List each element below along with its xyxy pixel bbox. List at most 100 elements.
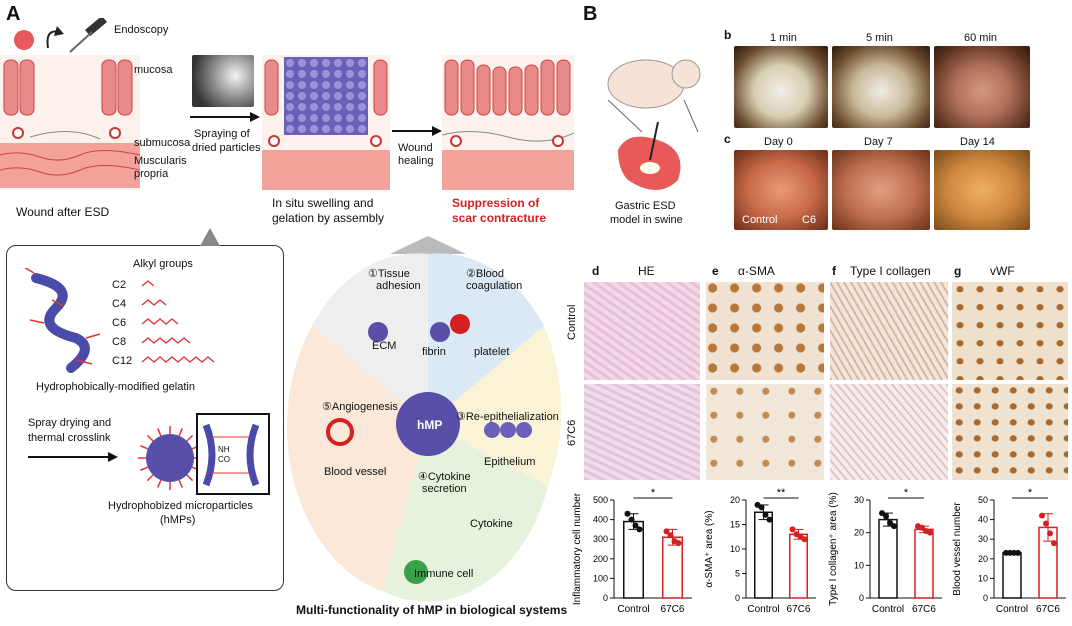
endoscopy-photo-day14	[934, 150, 1030, 230]
b-time-3: 60 min	[964, 32, 998, 44]
significance-marker: *	[1028, 487, 1033, 499]
suppression-label-1: Suppression of	[452, 196, 540, 210]
significance-marker: **	[777, 487, 786, 499]
chart-point	[663, 528, 670, 535]
panel-b-b-letter: b	[724, 28, 732, 42]
chart-bar	[623, 520, 644, 599]
alkyl-c6: C6	[112, 317, 127, 329]
chart-ytick-label: 300	[593, 534, 608, 544]
b-time-2: 5 min	[866, 32, 893, 44]
chart-point	[789, 526, 796, 533]
chart-ytick-label: 20	[854, 528, 864, 538]
histology-collagen-67c6	[830, 384, 948, 480]
fn-center-hmp: hMP	[417, 418, 443, 432]
chart-bar	[1002, 552, 1022, 599]
chart-point	[1043, 520, 1049, 527]
chart-bar	[789, 533, 808, 599]
fn-cytokine: Cytokine	[470, 518, 513, 530]
chart-ytick-label: 400	[593, 515, 608, 525]
chart-ytick-label: 20	[730, 495, 740, 505]
chart-ylabel: Inflammatory cell number	[572, 492, 583, 605]
chart-category-label: Control	[747, 604, 779, 615]
chart-point	[636, 526, 643, 533]
chart-ytick-label: 10	[730, 544, 740, 554]
endoscopy-photo-60min	[934, 46, 1030, 128]
fn-angio: ⑤Angiogenesis	[322, 401, 398, 413]
fn-epithelium: Epithelium	[484, 456, 536, 468]
chart-ytick-label: 20	[978, 554, 988, 564]
wound-caption: Wound after ESD	[16, 205, 110, 219]
chart-point	[891, 523, 897, 530]
fn-vessel: Blood vessel	[324, 466, 387, 478]
crosslink-inset: NH CO	[196, 413, 270, 495]
histology-vwf-67c6	[952, 384, 1068, 480]
histology-vwf-control	[952, 282, 1068, 380]
chart-ytick-label: 100	[593, 573, 608, 583]
spray-photo	[192, 55, 254, 107]
chart-ytick-label: 30	[854, 495, 864, 505]
chart-bar	[878, 518, 898, 599]
swelling-tissue-illustration	[262, 55, 390, 190]
d-letter: d	[592, 264, 600, 278]
wound-healing-label-2: healing	[398, 155, 434, 167]
chart-bar	[662, 536, 683, 599]
chart-ytick-label: 5	[735, 569, 740, 579]
arrow-icon	[28, 452, 118, 462]
muscularis-label-1: Muscularis	[134, 155, 187, 167]
histology-collagen-control	[830, 282, 948, 380]
chart-point	[879, 510, 885, 517]
spray-text-1: Spray drying and	[28, 417, 112, 429]
chart-category-label: 67C6	[912, 604, 936, 615]
fn-ecm: ECM	[372, 340, 397, 352]
chart-point	[762, 511, 769, 518]
submucosa-label: submucosa	[134, 137, 191, 149]
f-title: Type I collagen	[850, 264, 931, 278]
chart-point	[1015, 549, 1021, 556]
alkyl-groups-title: Alkyl groups	[133, 258, 193, 270]
f-letter: f	[832, 264, 836, 278]
chart-ylabel: α-SMA⁺ area (%)	[704, 510, 715, 587]
histology-he-control	[584, 282, 700, 380]
b-time-1: 1 min	[770, 32, 797, 44]
healed-tissue-illustration	[442, 55, 574, 190]
c-day-3: Day 14	[960, 136, 995, 148]
chart-ylabel: Type I collagen⁺ area (%)	[828, 492, 839, 606]
resected-tissue-icon	[14, 30, 34, 50]
chart-category-label: 67C6	[1036, 604, 1060, 615]
model-label-2: model in swine	[610, 214, 683, 226]
endoscopy-photo-5min	[832, 46, 930, 128]
chart-category-label: Control	[617, 604, 649, 615]
fn-blood-2: coagulation	[466, 280, 523, 292]
fn-cyto-2: secretion	[422, 483, 467, 495]
multi-caption: Multi-functionality of hMP in biological…	[296, 603, 568, 617]
chart-point	[628, 516, 635, 523]
wound-tissue-illustration	[0, 55, 140, 190]
chart-point	[1047, 530, 1053, 537]
endoscopy-photo-day0	[734, 150, 828, 230]
arrow-icon	[392, 126, 442, 136]
callout-pointer	[200, 228, 220, 246]
multifunction-diagram	[287, 236, 562, 602]
chart-ytick-label: 0	[983, 593, 988, 603]
chart-point	[766, 516, 773, 523]
nh-label: NH	[218, 445, 230, 454]
histology-sma-67c6	[706, 384, 824, 480]
chart-point	[919, 524, 925, 531]
muscularis-label-2: propria	[134, 168, 169, 180]
panel-a-letter: A	[6, 3, 21, 25]
chart-category-label: Control	[996, 604, 1028, 615]
histology-he-67c6	[584, 384, 700, 480]
fn-platelet: platelet	[474, 346, 510, 358]
d-title: HE	[638, 264, 655, 278]
endoscope-icon	[46, 18, 107, 53]
hmp-caption-2: (hMPs)	[160, 514, 196, 526]
panel-b-letter: B	[583, 3, 598, 25]
hmp-caption-1: Hydrophobized microparticles	[108, 500, 253, 512]
chart-ytick-label: 10	[978, 573, 988, 583]
fn-immune: Immune cell	[414, 568, 474, 580]
swelling-label-1: In situ swelling and	[272, 196, 374, 210]
fn-tissue-1: ①Tissue	[368, 268, 410, 280]
suppression-label-2: scar contracture	[452, 211, 547, 225]
spraying-label-2: dried particles	[192, 142, 261, 154]
co-label-1: CO	[218, 455, 230, 464]
